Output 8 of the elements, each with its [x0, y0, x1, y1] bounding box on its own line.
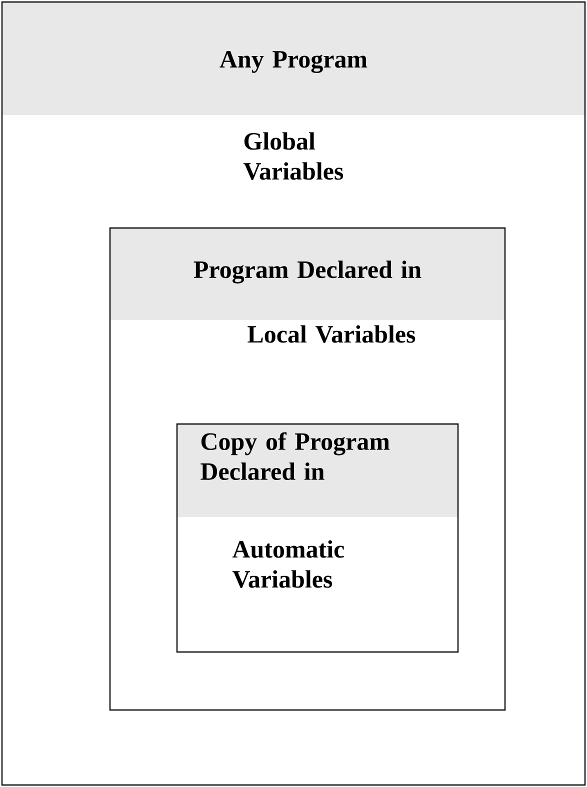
- header-label: Copy of Program Declared in: [200, 432, 390, 480]
- header-label: Any Program: [220, 51, 368, 74]
- body-label: Global Variables: [243, 132, 344, 180]
- body-label: Automatic Variables: [232, 540, 344, 588]
- container-box: [109, 227, 506, 711]
- body-label: Local Variables: [248, 325, 416, 343]
- container-box: [176, 423, 459, 653]
- header-label: Program Declared in: [194, 260, 422, 284]
